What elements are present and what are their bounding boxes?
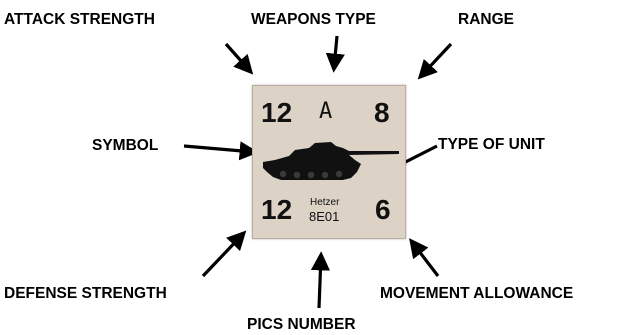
- range-label: RANGE: [458, 11, 514, 28]
- type-of-unit-label: TYPE OF UNIT: [438, 136, 545, 153]
- movement-arrow: [409, 238, 440, 277]
- weapons-type-value: A: [319, 99, 333, 124]
- attack-strength-value: 12: [261, 97, 293, 128]
- attack-strength-label: ATTACK STRENGTH: [4, 11, 155, 28]
- weapons-arrow: [325, 35, 345, 73]
- attack-arrow: [224, 42, 254, 75]
- weapons-type-label: WEAPONS TYPE: [251, 11, 376, 28]
- range-value: 8: [374, 97, 390, 128]
- defense-arrow: [201, 230, 247, 278]
- symbol-arrow: [183, 141, 259, 161]
- unit-counter: 12 A 8 12 Hetzer 8E01 6: [252, 85, 406, 239]
- unit-type-name: Hetzer: [310, 197, 340, 208]
- tank-silhouette-icon: [263, 142, 399, 180]
- movement-allowance-value: 6: [375, 194, 391, 225]
- movement-allowance-label: MOVEMENT ALLOWANCE: [380, 285, 574, 302]
- defense-strength-label: DEFENSE STRENGTH: [4, 285, 167, 302]
- defense-strength-value: 12: [261, 194, 293, 225]
- symbol-label: SYMBOL: [92, 137, 159, 154]
- pics-arrow: [310, 251, 331, 309]
- range-arrow: [417, 42, 453, 80]
- pics-number-value: 8E01: [309, 209, 340, 224]
- pics-number-label: PICS NUMBER: [247, 316, 356, 333]
